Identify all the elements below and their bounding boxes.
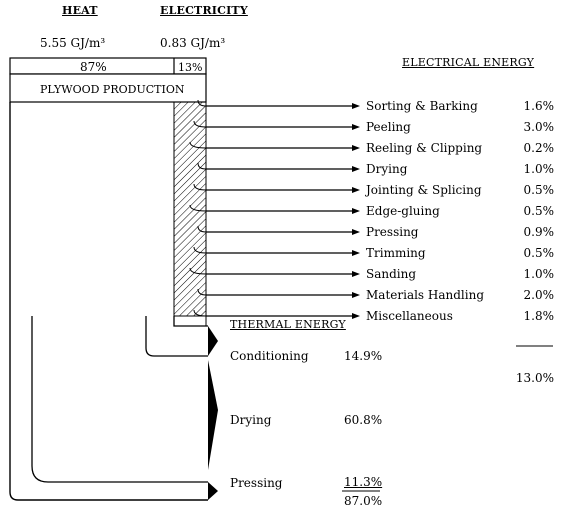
- arrow-drying: [208, 360, 218, 470]
- thermal-flow-drying-inner: [145, 316, 208, 357]
- electrical-item-value: 1.6%: [523, 99, 555, 113]
- electrical-item-value: 0.5%: [523, 204, 555, 218]
- electrical-total: 13.0%: [515, 371, 554, 385]
- electrical-arrow-head: [352, 208, 360, 214]
- electrical-item-value: 0.5%: [523, 183, 555, 197]
- electrical-title: ELECTRICAL ENERGY: [402, 56, 535, 69]
- input-bar: [9, 57, 207, 75]
- electrical-item-label: Edge-gluing: [366, 204, 440, 218]
- electrical-arrow-connector: [197, 162, 207, 170]
- thermal-value-conditioning: 14.9%: [344, 349, 383, 363]
- electrical-item-label: Drying: [366, 162, 408, 176]
- electrical-arrow-head: [352, 145, 360, 151]
- electrical-item-value: 0.2%: [523, 141, 555, 155]
- electrical-item-value: 1.0%: [523, 162, 555, 176]
- electrical-arrow-connector: [197, 225, 207, 233]
- electrical-item-value: 0.5%: [523, 246, 555, 260]
- electrical-arrow-head: [352, 166, 360, 172]
- electrical-arrow-connector: [193, 309, 207, 317]
- electrical-arrow-head: [352, 250, 360, 256]
- electrical-arrow-head: [352, 313, 360, 319]
- thermal-total: 87.0%: [344, 494, 383, 508]
- electrical-arrow-connector: [193, 246, 207, 254]
- thermal-label-pressing: Pressing: [230, 476, 283, 490]
- electrical-arrow-connector: [197, 288, 207, 296]
- electrical-arrow-head: [352, 187, 360, 193]
- electrical-arrows: [189, 99, 360, 319]
- electrical-arrow-connector: [189, 141, 207, 149]
- thermal-title: THERMAL ENERGY: [230, 318, 346, 331]
- electrical-item-label: Sorting & Barking: [366, 99, 478, 113]
- electrical-arrow-connector: [193, 120, 207, 128]
- electrical-arrow-connector: [189, 204, 207, 212]
- thermal-flow-pressing-inner: [31, 316, 208, 483]
- heat-header: HEAT: [62, 4, 98, 17]
- electrical-item-label: Jointing & Splicing: [366, 183, 482, 197]
- production-box: [9, 73, 207, 103]
- electrical-arrow-connector: [193, 183, 207, 191]
- electrical-arrow-head: [352, 271, 360, 277]
- thermal-label-drying: Drying: [230, 413, 272, 427]
- arrow-conditioning: [208, 326, 218, 356]
- electricity-value: 0.83 GJ/m³: [160, 36, 226, 50]
- electrical-item-label: Peeling: [366, 120, 411, 134]
- heat-value: 5.55 GJ/m³: [40, 36, 106, 50]
- thermal-value-pressing: 11.3%: [344, 475, 383, 489]
- production-label: PLYWOOD PRODUCTION: [40, 83, 185, 96]
- electrical-arrow-connector: [189, 267, 207, 275]
- heat-percentage: 87%: [80, 60, 107, 74]
- electrical-item-label: Reeling & Clipping: [366, 141, 483, 155]
- electrical-item-label: Pressing: [366, 225, 419, 239]
- electrical-item-label: Miscellaneous: [366, 309, 453, 323]
- thermal-flow-conditioning: [173, 316, 208, 327]
- electrical-arrow-head: [352, 124, 360, 130]
- electrical-arrow-head: [352, 229, 360, 235]
- electrical-arrow-head: [352, 292, 360, 298]
- electrical-arrow-head: [352, 103, 360, 109]
- electrical-arrow-connector: [197, 99, 207, 107]
- electrical-item-label: Materials Handling: [366, 288, 485, 302]
- electrical-item-value: 1.8%: [523, 309, 555, 323]
- thermal-flow-outer: [9, 102, 208, 501]
- thermal-value-drying: 60.8%: [344, 413, 383, 427]
- electrical-item-label: Trimming: [366, 246, 426, 260]
- electrical-item-label: Sanding: [366, 267, 417, 281]
- electrical-item-value: 1.0%: [523, 267, 555, 281]
- arrow-pressing: [208, 482, 218, 500]
- electrical-column: [173, 101, 207, 317]
- electrical-item-value: 0.9%: [523, 225, 555, 239]
- electricity-header: ELECTRICITY: [160, 4, 248, 17]
- electrical-item-value: 2.0%: [523, 288, 555, 302]
- thermal-label-conditioning: Conditioning: [230, 349, 309, 363]
- electricity-percentage: 13%: [178, 61, 203, 74]
- electrical-item-value: 3.0%: [523, 120, 555, 134]
